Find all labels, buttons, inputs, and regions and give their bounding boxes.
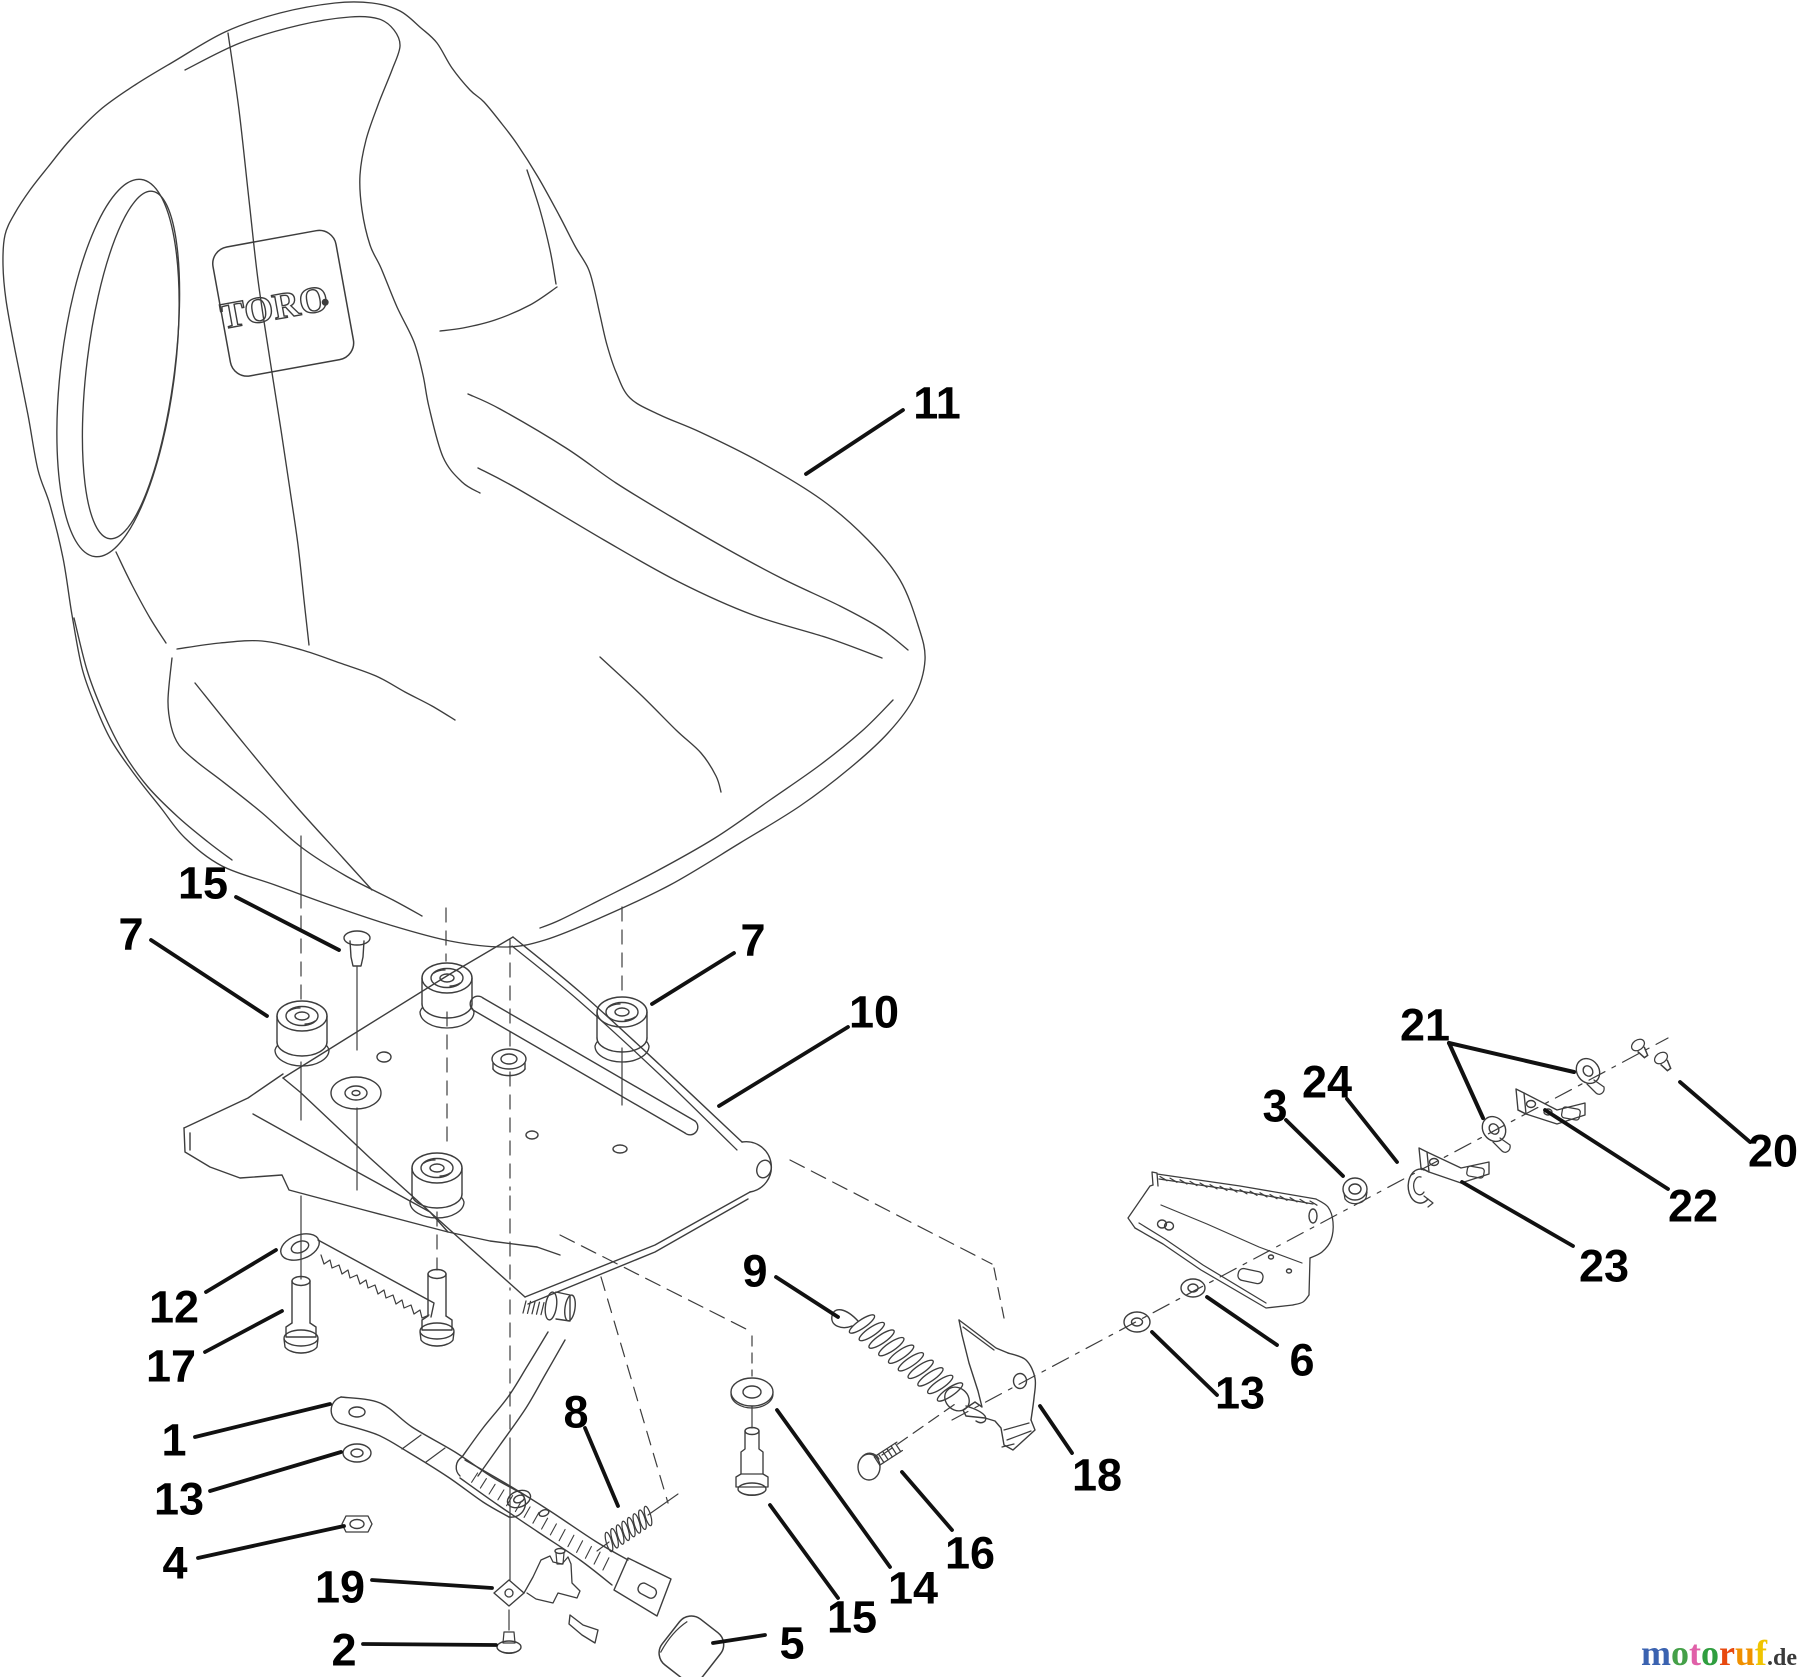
svg-text:22: 22 [1668,1181,1718,1232]
svg-text:3: 3 [1262,1081,1287,1132]
svg-text:18: 18 [1072,1450,1122,1501]
svg-text:23: 23 [1579,1241,1629,1292]
svg-text:7: 7 [740,915,765,966]
svg-text:15: 15 [178,858,228,909]
svg-text:19: 19 [315,1562,365,1613]
svg-text:12: 12 [149,1282,199,1333]
svg-text:16: 16 [945,1528,995,1579]
svg-text:13: 13 [154,1474,204,1525]
svg-text:20: 20 [1748,1126,1798,1177]
svg-text:1: 1 [161,1415,186,1466]
svg-text:11: 11 [913,378,961,429]
svg-text:15: 15 [827,1592,877,1643]
svg-text:10: 10 [849,987,899,1038]
svg-text:6: 6 [1289,1335,1314,1386]
svg-text:24: 24 [1302,1057,1352,1108]
svg-text:7: 7 [118,909,143,960]
svg-text:17: 17 [146,1341,196,1392]
svg-text:4: 4 [162,1538,187,1589]
svg-text:8: 8 [563,1387,588,1438]
svg-text:2: 2 [331,1625,356,1676]
svg-text:5: 5 [779,1618,804,1669]
svg-text:21: 21 [1400,1000,1450,1051]
svg-text:motoruf.de: motoruf.de [1641,1633,1797,1673]
svg-text:13: 13 [1215,1368,1265,1419]
svg-text:14: 14 [888,1563,938,1614]
svg-text:9: 9 [742,1246,767,1297]
